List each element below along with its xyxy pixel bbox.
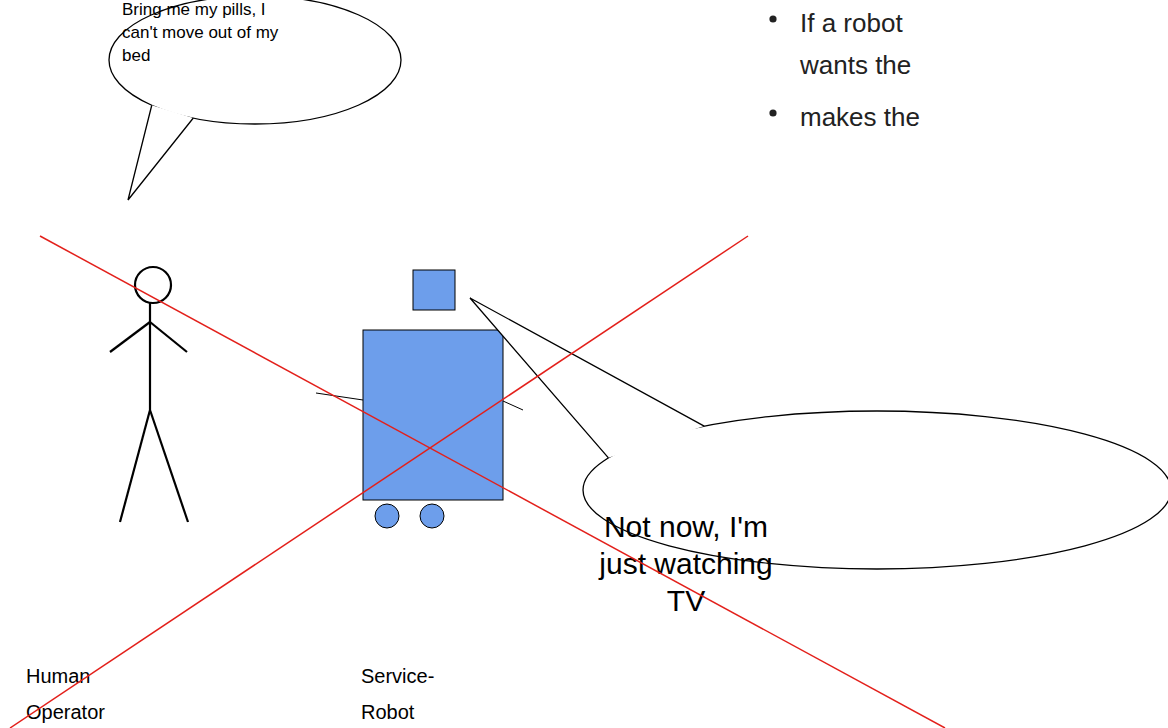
figure-arm bbox=[150, 322, 187, 352]
bullet-text: makes the bbox=[800, 96, 950, 138]
cross-out-line bbox=[40, 236, 945, 728]
node-text: Service-Robot bbox=[361, 658, 471, 728]
bullet bbox=[769, 15, 776, 22]
robot-body bbox=[363, 330, 503, 500]
figure-leg bbox=[150, 410, 188, 522]
robot-wheel bbox=[420, 504, 444, 528]
bullet-points bbox=[769, 15, 776, 116]
cross-out-line bbox=[10, 236, 748, 728]
robot-wheel bbox=[375, 504, 399, 528]
node-text: Human Operator bbox=[26, 658, 126, 728]
figure-arm bbox=[110, 322, 150, 352]
node-text: Not now, I'm just watching TV bbox=[586, 508, 786, 619]
speech-bubble: Bring me my pills, I can't move out of m… bbox=[108, 0, 402, 125]
bubble-ellipse bbox=[109, 0, 401, 124]
figure-leg bbox=[120, 410, 150, 522]
robot-head bbox=[413, 270, 455, 310]
robot-arm bbox=[503, 401, 523, 410]
stick-figure bbox=[110, 267, 188, 522]
service-robot: Service-Robot bbox=[315, 265, 470, 728]
bubble-outline bbox=[582, 410, 1168, 570]
robot-drawing bbox=[316, 270, 523, 528]
speech-tail bbox=[128, 105, 193, 200]
figure-head bbox=[135, 267, 171, 303]
human-operator: Human Operator bbox=[20, 200, 210, 728]
bubble-ellipse bbox=[583, 411, 1168, 569]
robot-arm bbox=[316, 393, 363, 400]
bullet bbox=[769, 109, 776, 116]
figure-body bbox=[149, 303, 151, 410]
node-text: Bring me my pills, I can't move out of m… bbox=[122, 0, 292, 67]
speech-bubble: Not now, I'm just watching TV bbox=[582, 410, 1168, 570]
speech-tail bbox=[470, 298, 704, 458]
bullet-text: If a robot wants the bbox=[800, 2, 950, 86]
